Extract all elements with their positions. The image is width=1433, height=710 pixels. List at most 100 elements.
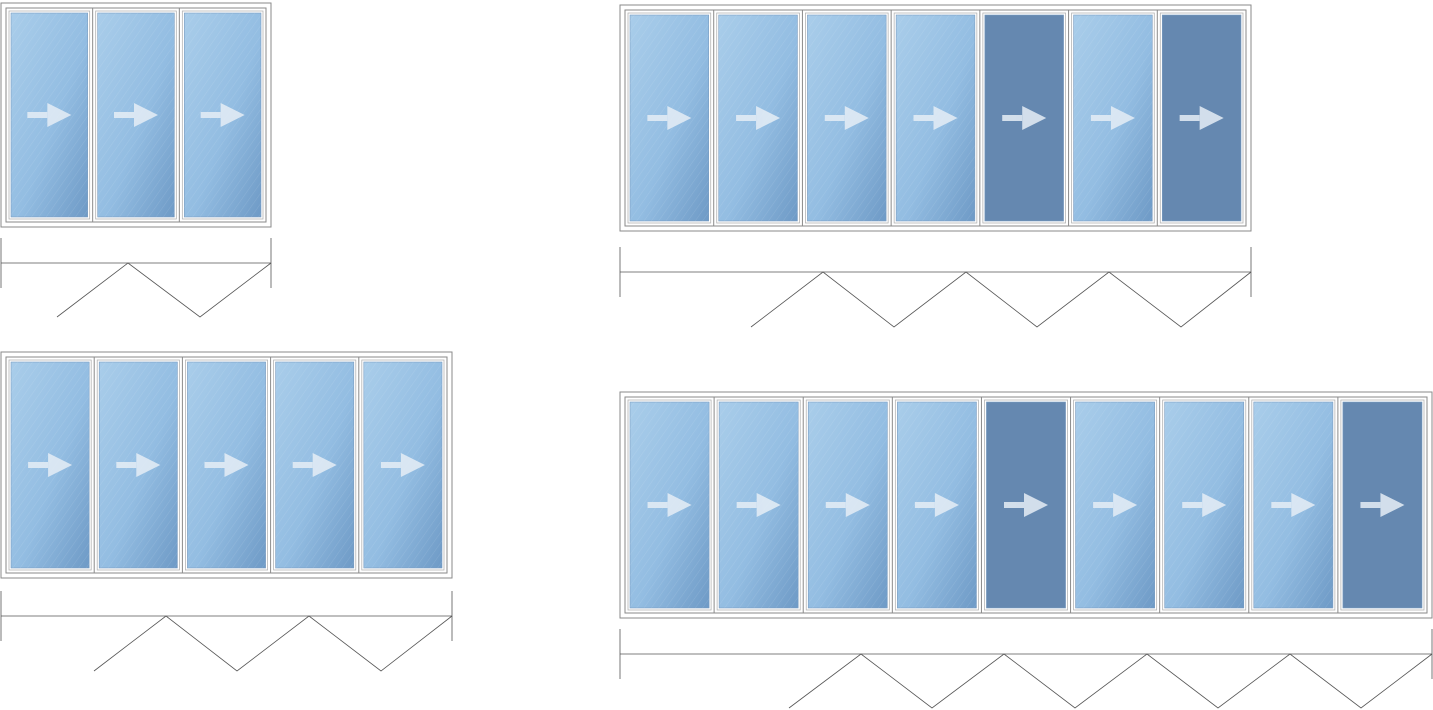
arrow-right-icon (292, 453, 337, 477)
arrow-shaft (824, 115, 845, 121)
arrow-head (47, 103, 72, 127)
panel-sash (1073, 399, 1158, 611)
arrow-right-icon (380, 453, 425, 477)
arrow-shaft (647, 115, 668, 121)
arrow-head (844, 106, 869, 130)
door-panel (1156, 10, 1244, 226)
panel-sash (1071, 12, 1155, 224)
door-panel (713, 10, 800, 226)
arrow-head (667, 493, 692, 517)
arrow-shaft (292, 462, 313, 468)
arrow-head (1199, 106, 1224, 130)
arrow-right-icon (824, 106, 869, 130)
panel-sash (184, 359, 268, 571)
panel-sash (894, 399, 979, 611)
fold-plan (0, 238, 272, 318)
arrow-right-icon (1360, 493, 1405, 517)
panel-sash (8, 10, 91, 220)
arrow-shaft (1182, 502, 1203, 508)
arrow-shaft (913, 115, 934, 121)
arrow-shaft (1004, 502, 1024, 508)
door-panel (1248, 397, 1336, 613)
door-panel (8, 10, 91, 220)
arrow-head (667, 106, 692, 130)
panel-sash (627, 399, 712, 611)
door-set-3-panel (0, 2, 272, 318)
arrow-shaft (27, 112, 48, 118)
arrow-right-icon (204, 453, 249, 477)
door-panel (1068, 10, 1155, 226)
arrow-head (933, 106, 958, 130)
arrow-right-icon (825, 493, 870, 517)
arrow-right-icon (1182, 493, 1227, 517)
door-panel (8, 359, 92, 571)
door-panel (802, 397, 890, 613)
panel-sash (273, 359, 357, 571)
arrow-right-icon (116, 453, 161, 477)
arrow-right-icon (1002, 106, 1047, 130)
inner-frame (624, 396, 1428, 614)
inner-frame (624, 9, 1247, 227)
arrow-head (1113, 493, 1138, 517)
panel-sash (984, 399, 1068, 611)
arrow-head (1024, 493, 1048, 517)
arrow-right-icon (200, 103, 245, 127)
arrow-head (1202, 493, 1227, 517)
arrow-right-icon (114, 103, 158, 127)
arrow-right-icon (913, 106, 958, 130)
door-panel (270, 357, 357, 573)
arrow-shaft (1360, 502, 1381, 508)
arrow-shaft (736, 502, 757, 508)
fold-plan (0, 591, 453, 672)
arrow-right-icon (1090, 106, 1135, 130)
arrow-shaft (1002, 115, 1023, 121)
panel-sash (361, 359, 445, 571)
panel-sash (8, 359, 92, 571)
door-panel (979, 10, 1066, 226)
arrow-shaft (380, 462, 401, 468)
door-panel (980, 397, 1068, 613)
arrow-shaft (28, 462, 49, 468)
arrow-head (934, 493, 959, 517)
arrow-shaft (1090, 115, 1111, 121)
door-panel (891, 397, 979, 613)
panel-sash (1162, 399, 1247, 611)
door-set-5-panel (0, 351, 453, 672)
panel-sash (181, 10, 264, 220)
arrow-head (756, 106, 781, 130)
door-panel (92, 8, 177, 222)
panel-sash (95, 10, 177, 220)
door-panel (358, 357, 445, 573)
arrow-shaft (116, 462, 137, 468)
door-panel (1337, 397, 1425, 613)
door-set-7-panel (619, 4, 1252, 328)
inner-frame (5, 356, 448, 574)
arrow-shaft (1179, 115, 1200, 121)
door-set-9-panel (619, 391, 1433, 709)
inner-frame (5, 7, 267, 223)
arrow-head (1291, 493, 1316, 517)
arrow-right-icon (647, 106, 692, 130)
arrow-right-icon (28, 453, 73, 477)
door-panel (178, 8, 264, 222)
arrow-right-icon (647, 493, 692, 517)
arrow-shaft (204, 462, 225, 468)
arrow-head (756, 493, 781, 517)
panel-sash (893, 12, 978, 224)
arrow-right-icon (1004, 493, 1048, 517)
fold-zigzag (750, 271, 1252, 328)
arrow-head (845, 493, 870, 517)
arrow-shaft (1271, 502, 1292, 508)
arrow-shaft (114, 112, 134, 118)
panel-sash (1159, 12, 1244, 224)
arrow-shaft (914, 502, 935, 508)
fold-zigzag (93, 615, 453, 672)
arrow-head (1022, 106, 1047, 130)
fold-zigzag (788, 653, 1433, 709)
arrow-head (1380, 493, 1405, 517)
arrow-right-icon (736, 493, 781, 517)
arrow-head (134, 103, 158, 127)
panel-sash (805, 12, 889, 224)
arrow-right-icon (1271, 493, 1316, 517)
door-panel (627, 399, 712, 611)
